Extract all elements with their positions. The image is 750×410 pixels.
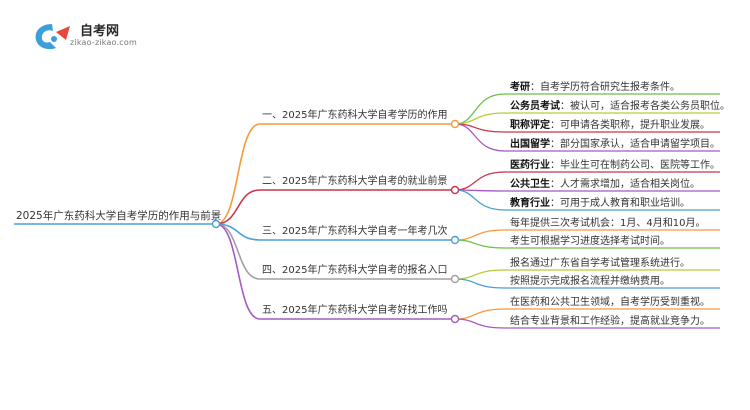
leaf-3-2: 考生可根据学习进度选择考试时间。 bbox=[510, 236, 670, 247]
logo-subtitle: zikao-zikao.com bbox=[70, 38, 137, 47]
leaf-text: ：毕业生可在制药公司、医院等工作。 bbox=[550, 160, 720, 171]
branch-connector-4 bbox=[215, 223, 455, 280]
leaf-5-2: 结合专业背景和工作经验，提高就业竞争力。 bbox=[510, 316, 710, 327]
leaf-connector-1-2 bbox=[454, 112, 720, 125]
leaf-key: 公共卫生 bbox=[510, 179, 550, 190]
leaf-key: 出国留学 bbox=[510, 139, 550, 150]
leaf-connector-4-1 bbox=[454, 269, 720, 280]
leaf-key: 公务员考试 bbox=[510, 101, 560, 112]
branch-node-1 bbox=[450, 119, 460, 129]
leaf-text: ：可用于成人教育和职业培训。 bbox=[550, 198, 690, 209]
leaf-4-1: 报名通过广东省自学考试管理系统进行。 bbox=[510, 258, 690, 269]
leaf-1-4: 出国留学：部分国家承认，适合申请留学项目。 bbox=[510, 139, 720, 151]
branch-label-3: 三、2025年广东药科大学自考一年考几次 bbox=[262, 226, 448, 237]
leaf-text: ：自考学历符合研究生报考条件。 bbox=[530, 82, 680, 93]
leaf-connector-5-1 bbox=[454, 308, 720, 320]
branch-label-4: 四、2025年广东药科大学自考的报名入口 bbox=[262, 265, 448, 276]
root-node bbox=[211, 219, 221, 229]
leaf-text: ：可申请各类职称，提升职业发展。 bbox=[550, 120, 710, 131]
logo-mark-icon bbox=[35, 24, 70, 50]
leaf-2-1: 医药行业：毕业生可在制药公司、医院等工作。 bbox=[510, 160, 720, 172]
root-topic: 2025年广东药科大学自考学历的作用与前景 bbox=[16, 210, 222, 222]
leaf-connector-4-2 bbox=[454, 278, 720, 289]
leaf-1-3: 职称评定：可申请各类职称，提升职业发展。 bbox=[510, 120, 710, 132]
leaf-connector-5-2 bbox=[454, 318, 720, 329]
leaf-text: ：部分国家承认，适合申请留学项目。 bbox=[550, 139, 720, 150]
branch-label-2: 二、2025年广东药科大学自考的就业前景 bbox=[262, 176, 448, 187]
leaf-text: ：被认可，适合报考各类公务员职位。 bbox=[560, 101, 730, 112]
leaf-text: ：人才需求增加，适合相关岗位。 bbox=[550, 179, 700, 190]
leaf-connector-2-3 bbox=[454, 189, 720, 211]
leaf-key: 教育行业 bbox=[510, 198, 550, 209]
leaf-connector-3-2 bbox=[454, 239, 720, 249]
branch-connector-3 bbox=[215, 223, 455, 241]
leaf-4-2: 按照提示完成报名流程并缴纳费用。 bbox=[510, 276, 670, 287]
branch-label-5: 五、2025年广东药科大学自考好找工作吗 bbox=[262, 305, 448, 316]
leaf-key: 考研 bbox=[510, 82, 530, 93]
leaf-key: 职称评定 bbox=[510, 120, 550, 131]
branch-node-3 bbox=[450, 235, 460, 245]
branch-label-1: 一、2025年广东药科大学自考学历的作用 bbox=[262, 110, 448, 121]
branch-connector-1 bbox=[215, 123, 455, 225]
branch-connector-2 bbox=[215, 189, 455, 225]
leaf-connector-1-4 bbox=[454, 123, 720, 152]
leaf-5-1: 在医药和公共卫生领域，自考学历受到重视。 bbox=[510, 297, 710, 308]
leaf-3-1: 每年提供三次考试机会：1月、4月和10月。 bbox=[510, 218, 706, 229]
leaf-connector-1-1 bbox=[454, 93, 720, 125]
leaf-1-1: 考研：自考学历符合研究生报考条件。 bbox=[510, 82, 680, 94]
leaf-connector-2-1 bbox=[454, 171, 720, 191]
branch-node-4 bbox=[450, 274, 460, 284]
branch-node-5 bbox=[450, 314, 460, 324]
site-logo[interactable]: 自考网 zikao-zikao.com bbox=[30, 16, 180, 56]
leaf-1-2: 公务员考试：被认可，适合报考各类公务员职位。 bbox=[510, 101, 730, 113]
leaf-connector-3-1 bbox=[454, 229, 720, 241]
leaf-key: 医药行业 bbox=[510, 160, 550, 171]
logo-title: 自考网 bbox=[80, 24, 120, 39]
branch-node-2 bbox=[450, 185, 460, 195]
leaf-2-2: 公共卫生：人才需求增加，适合相关岗位。 bbox=[510, 179, 700, 191]
branch-connector-5 bbox=[215, 223, 455, 320]
leaf-2-3: 教育行业：可用于成人教育和职业培训。 bbox=[510, 198, 690, 210]
